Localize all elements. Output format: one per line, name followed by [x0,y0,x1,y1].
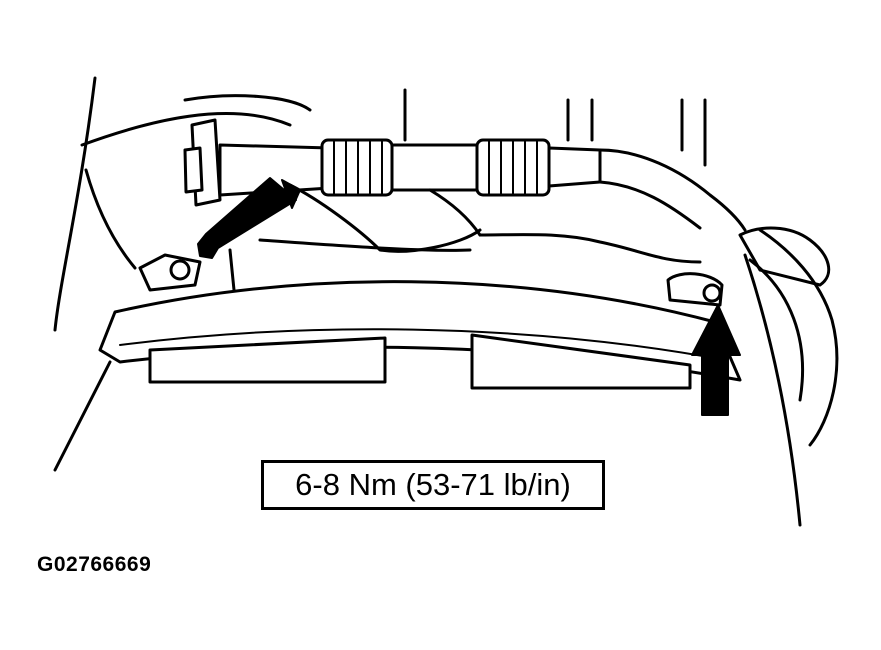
right-inner-contour [748,258,805,402]
right-long-line [743,253,802,527]
left-outline-line [53,76,97,332]
right-hose-curve-lower [598,180,702,230]
right-bolt [702,283,722,303]
hose-coupler [390,143,479,192]
hose-right-section [547,146,602,188]
upper-bracket-rods [566,98,594,142]
body-inner-line [258,238,472,252]
torque-spec-callout: 6-8 Nm (53-71 lb/in) [261,460,605,510]
torque-spec-label: 6-8 Nm (53-71 lb/in) [295,467,571,502]
right-bracket-rods [680,98,707,167]
left-inner-contour [84,168,137,270]
corrugated-hose-left [320,138,394,197]
hose-end-cap [183,146,204,194]
left-bolt [169,259,191,281]
right-indicator-arrow [691,304,741,416]
body-lower-contour [478,233,702,264]
right-outer-contour [758,228,839,447]
top-left-contour [183,94,312,112]
left-leader-line [53,360,112,472]
left-indicator-arrow [197,177,301,259]
right-hose-curve [598,148,747,232]
figure-id-label: G02766669 [37,553,152,576]
middle-body-fold [428,188,482,237]
bracket-plate-edge [119,328,726,361]
corrugated-hose-right [475,138,551,197]
right-support-block [470,333,692,390]
middle-body-contour [288,183,482,253]
upper-left-contour [80,112,292,147]
left-support-block [148,336,387,384]
